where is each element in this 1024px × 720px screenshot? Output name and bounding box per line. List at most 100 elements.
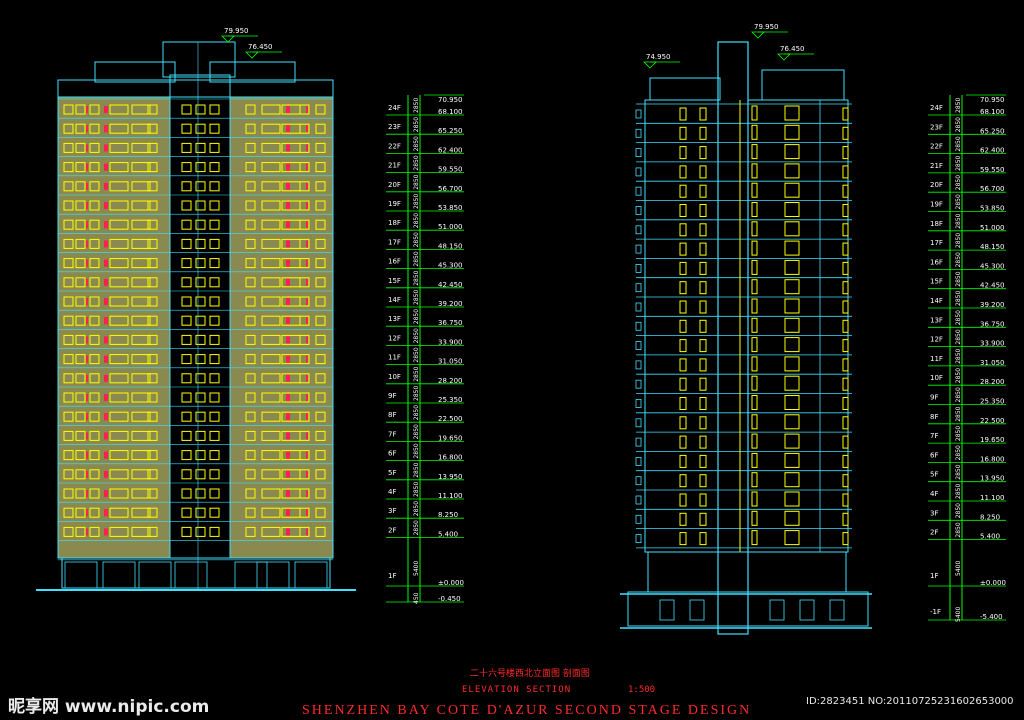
section-door bbox=[751, 279, 758, 295]
elevation-window bbox=[181, 411, 192, 422]
section-door bbox=[699, 377, 707, 391]
elevation-window bbox=[63, 488, 74, 499]
section-door bbox=[679, 261, 687, 275]
level-value: 45.300 bbox=[980, 262, 1005, 270]
section-door bbox=[751, 240, 758, 256]
floor-label: 4F bbox=[388, 488, 396, 496]
elevation-window bbox=[89, 277, 100, 288]
storey-dimension: 2850 bbox=[413, 251, 420, 266]
roof-level-value: 76.450 bbox=[248, 43, 273, 51]
base-dimension: 450 bbox=[413, 592, 420, 604]
elevation-window bbox=[195, 200, 206, 211]
level-value: 16.800 bbox=[438, 454, 463, 462]
section-window bbox=[784, 240, 800, 256]
elevation-red-panel bbox=[306, 163, 308, 171]
storey-dimension: 2850 bbox=[955, 175, 962, 190]
elevation-window bbox=[245, 277, 256, 288]
elevation-window bbox=[209, 430, 220, 441]
elevation-red-panel bbox=[104, 394, 108, 401]
section-edge-window bbox=[635, 399, 642, 408]
elevation-window bbox=[261, 469, 281, 480]
section-door bbox=[699, 339, 707, 353]
elevation-window bbox=[209, 296, 220, 307]
elevation-window bbox=[195, 354, 206, 365]
elevation-red-panel bbox=[104, 163, 108, 171]
section-edge-window bbox=[635, 109, 642, 119]
elevation-red-panel bbox=[86, 509, 88, 517]
section-window bbox=[842, 107, 849, 121]
section-edge-window bbox=[635, 495, 642, 505]
storey-dimension: 2850 bbox=[413, 136, 420, 151]
elevation-window bbox=[299, 296, 310, 307]
elevation-window bbox=[75, 392, 86, 403]
storey-dimension: 2850 bbox=[955, 291, 962, 306]
level-value: ±0.000 bbox=[438, 579, 464, 587]
elevation-window bbox=[89, 469, 100, 480]
section-basement-opening bbox=[689, 599, 705, 621]
elevation-window bbox=[131, 277, 151, 288]
elevation-window bbox=[315, 430, 326, 441]
elevation-window bbox=[63, 373, 74, 384]
level-value: 39.200 bbox=[980, 301, 1005, 309]
elevation-red-panel bbox=[86, 259, 88, 267]
section-window bbox=[842, 493, 849, 507]
elevation-window bbox=[315, 277, 326, 288]
elevation-window bbox=[75, 142, 86, 153]
elevation-window bbox=[89, 373, 100, 384]
elevation-window bbox=[63, 392, 74, 403]
section-lift-shaft bbox=[717, 41, 749, 635]
elevation-red-panel bbox=[104, 317, 108, 325]
section-window bbox=[784, 279, 800, 295]
storey-dimension: 2850 bbox=[413, 424, 420, 439]
elevation-window bbox=[131, 315, 151, 326]
elevation-red-panel bbox=[286, 528, 290, 536]
elevation-window bbox=[131, 354, 151, 365]
elevation-window bbox=[261, 277, 281, 288]
elevation-window bbox=[147, 526, 158, 537]
section-door bbox=[679, 223, 687, 237]
elevation-window bbox=[209, 162, 220, 173]
elevation-window bbox=[89, 200, 100, 211]
section-window bbox=[842, 261, 849, 275]
storey-dimension: 2850 bbox=[955, 117, 962, 132]
elevation-window bbox=[109, 488, 129, 499]
elevation-red-panel bbox=[306, 221, 308, 229]
elevation-window bbox=[109, 526, 129, 537]
section-door bbox=[699, 204, 707, 217]
elevation-window bbox=[261, 142, 281, 153]
storey-dimension: 2850 bbox=[413, 270, 420, 285]
section-door bbox=[751, 259, 758, 275]
elevation-window bbox=[245, 334, 256, 345]
elevation-red-panel bbox=[86, 451, 88, 459]
storey-dimension: 2850 bbox=[955, 368, 962, 383]
elevation-red-panel bbox=[104, 336, 108, 344]
elevation-window bbox=[261, 392, 281, 403]
elevation-window bbox=[131, 296, 151, 307]
floor-label: 16F bbox=[930, 258, 943, 266]
elevation-window bbox=[195, 104, 206, 115]
level-value: 28.200 bbox=[980, 378, 1005, 386]
section-door bbox=[679, 300, 687, 314]
level-value: ±0.000 bbox=[980, 579, 1006, 587]
elevation-window bbox=[209, 469, 220, 480]
level-marker-triangle bbox=[643, 61, 657, 69]
section-window bbox=[784, 337, 800, 353]
elevation-red-panel bbox=[286, 298, 290, 305]
elevation-window bbox=[245, 373, 256, 384]
elevation-window bbox=[181, 258, 192, 269]
section-edge-window bbox=[635, 225, 642, 235]
elevation-window bbox=[181, 526, 192, 537]
floor-label: 10F bbox=[388, 373, 401, 381]
section-door bbox=[751, 452, 758, 468]
section-edge-window bbox=[635, 321, 642, 331]
elevation-red-panel bbox=[86, 394, 88, 401]
level-marker-triangle bbox=[751, 31, 765, 39]
elevation-window bbox=[63, 219, 74, 230]
floor-label: 20F bbox=[930, 181, 943, 189]
elevation-window bbox=[109, 142, 129, 153]
elevation-red-panel bbox=[104, 528, 108, 536]
section-basement-opening bbox=[799, 599, 815, 621]
elevation-window bbox=[147, 450, 158, 461]
level-value: 62.400 bbox=[980, 147, 1005, 155]
storey-dimension: 2850 bbox=[955, 194, 962, 209]
